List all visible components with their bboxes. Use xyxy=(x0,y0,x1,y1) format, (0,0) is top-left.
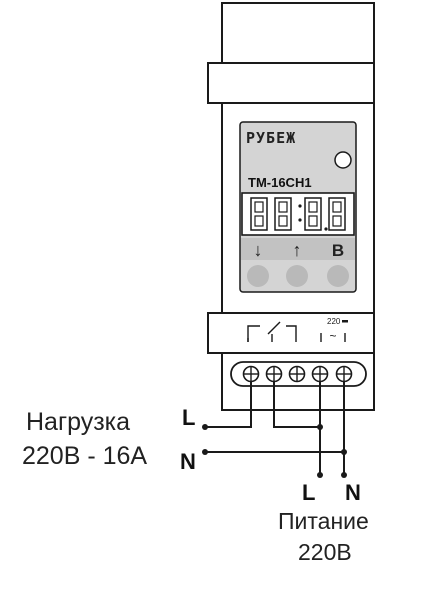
terminal-4 xyxy=(311,365,329,383)
display-digits xyxy=(250,197,346,231)
terminal-block xyxy=(230,361,367,387)
indicator-led xyxy=(334,151,352,169)
load-caption-line2: 220В - 16А xyxy=(22,442,147,470)
junction-dot xyxy=(341,449,347,455)
load-caption-line1: Нагрузка xyxy=(26,408,130,436)
load-n-label: N xyxy=(180,449,196,474)
terminal-3 xyxy=(288,365,306,383)
supply-caption-line1: Питание xyxy=(278,508,369,534)
supply-l-label: L xyxy=(302,480,315,505)
wiring xyxy=(202,382,347,478)
junction-dot xyxy=(317,424,323,430)
power-input-symbol: 220 ~ xyxy=(320,317,348,343)
relay-contact-symbol xyxy=(247,321,297,342)
up-arrow-icon: ↑ xyxy=(293,240,302,260)
display-digit xyxy=(274,197,292,231)
display-decimal-point xyxy=(324,227,328,231)
supply-n-end xyxy=(341,472,347,478)
power-voltage-marking: 220 xyxy=(327,317,341,326)
down-arrow-icon: ↓ xyxy=(254,240,263,260)
b-key-label: B xyxy=(332,241,344,260)
ac-symbol: ~ xyxy=(329,329,336,343)
terminal-5 xyxy=(335,365,353,383)
button-label-strip xyxy=(241,238,355,260)
load-l-label: L xyxy=(182,405,195,430)
brand-logo: РУБЕЖ xyxy=(246,129,296,147)
down-button[interactable] xyxy=(247,265,269,287)
front-panel: РУБЕЖ TM-16CH1 ↓ ↑ B xyxy=(239,121,357,293)
display-colon-top xyxy=(298,204,302,208)
display-colon-bottom xyxy=(298,218,302,222)
supply-n-label: N xyxy=(345,480,361,505)
load-n-end xyxy=(202,449,208,455)
up-button[interactable] xyxy=(286,265,308,287)
wire-load-l xyxy=(205,382,252,428)
supply-caption-line2: 220В xyxy=(298,539,352,565)
display-digit xyxy=(328,197,346,231)
terminal-2 xyxy=(265,365,283,383)
led-display xyxy=(241,192,355,236)
b-button[interactable] xyxy=(327,265,349,287)
terminal-1 xyxy=(242,365,260,383)
power-marking-bar xyxy=(342,320,348,323)
display-digit xyxy=(304,197,322,231)
wire-jumper xyxy=(273,382,320,428)
supply-l-end xyxy=(317,472,323,478)
load-l-end xyxy=(202,424,208,430)
display-digit xyxy=(250,197,268,231)
model-label: TM-16CH1 xyxy=(248,175,312,190)
